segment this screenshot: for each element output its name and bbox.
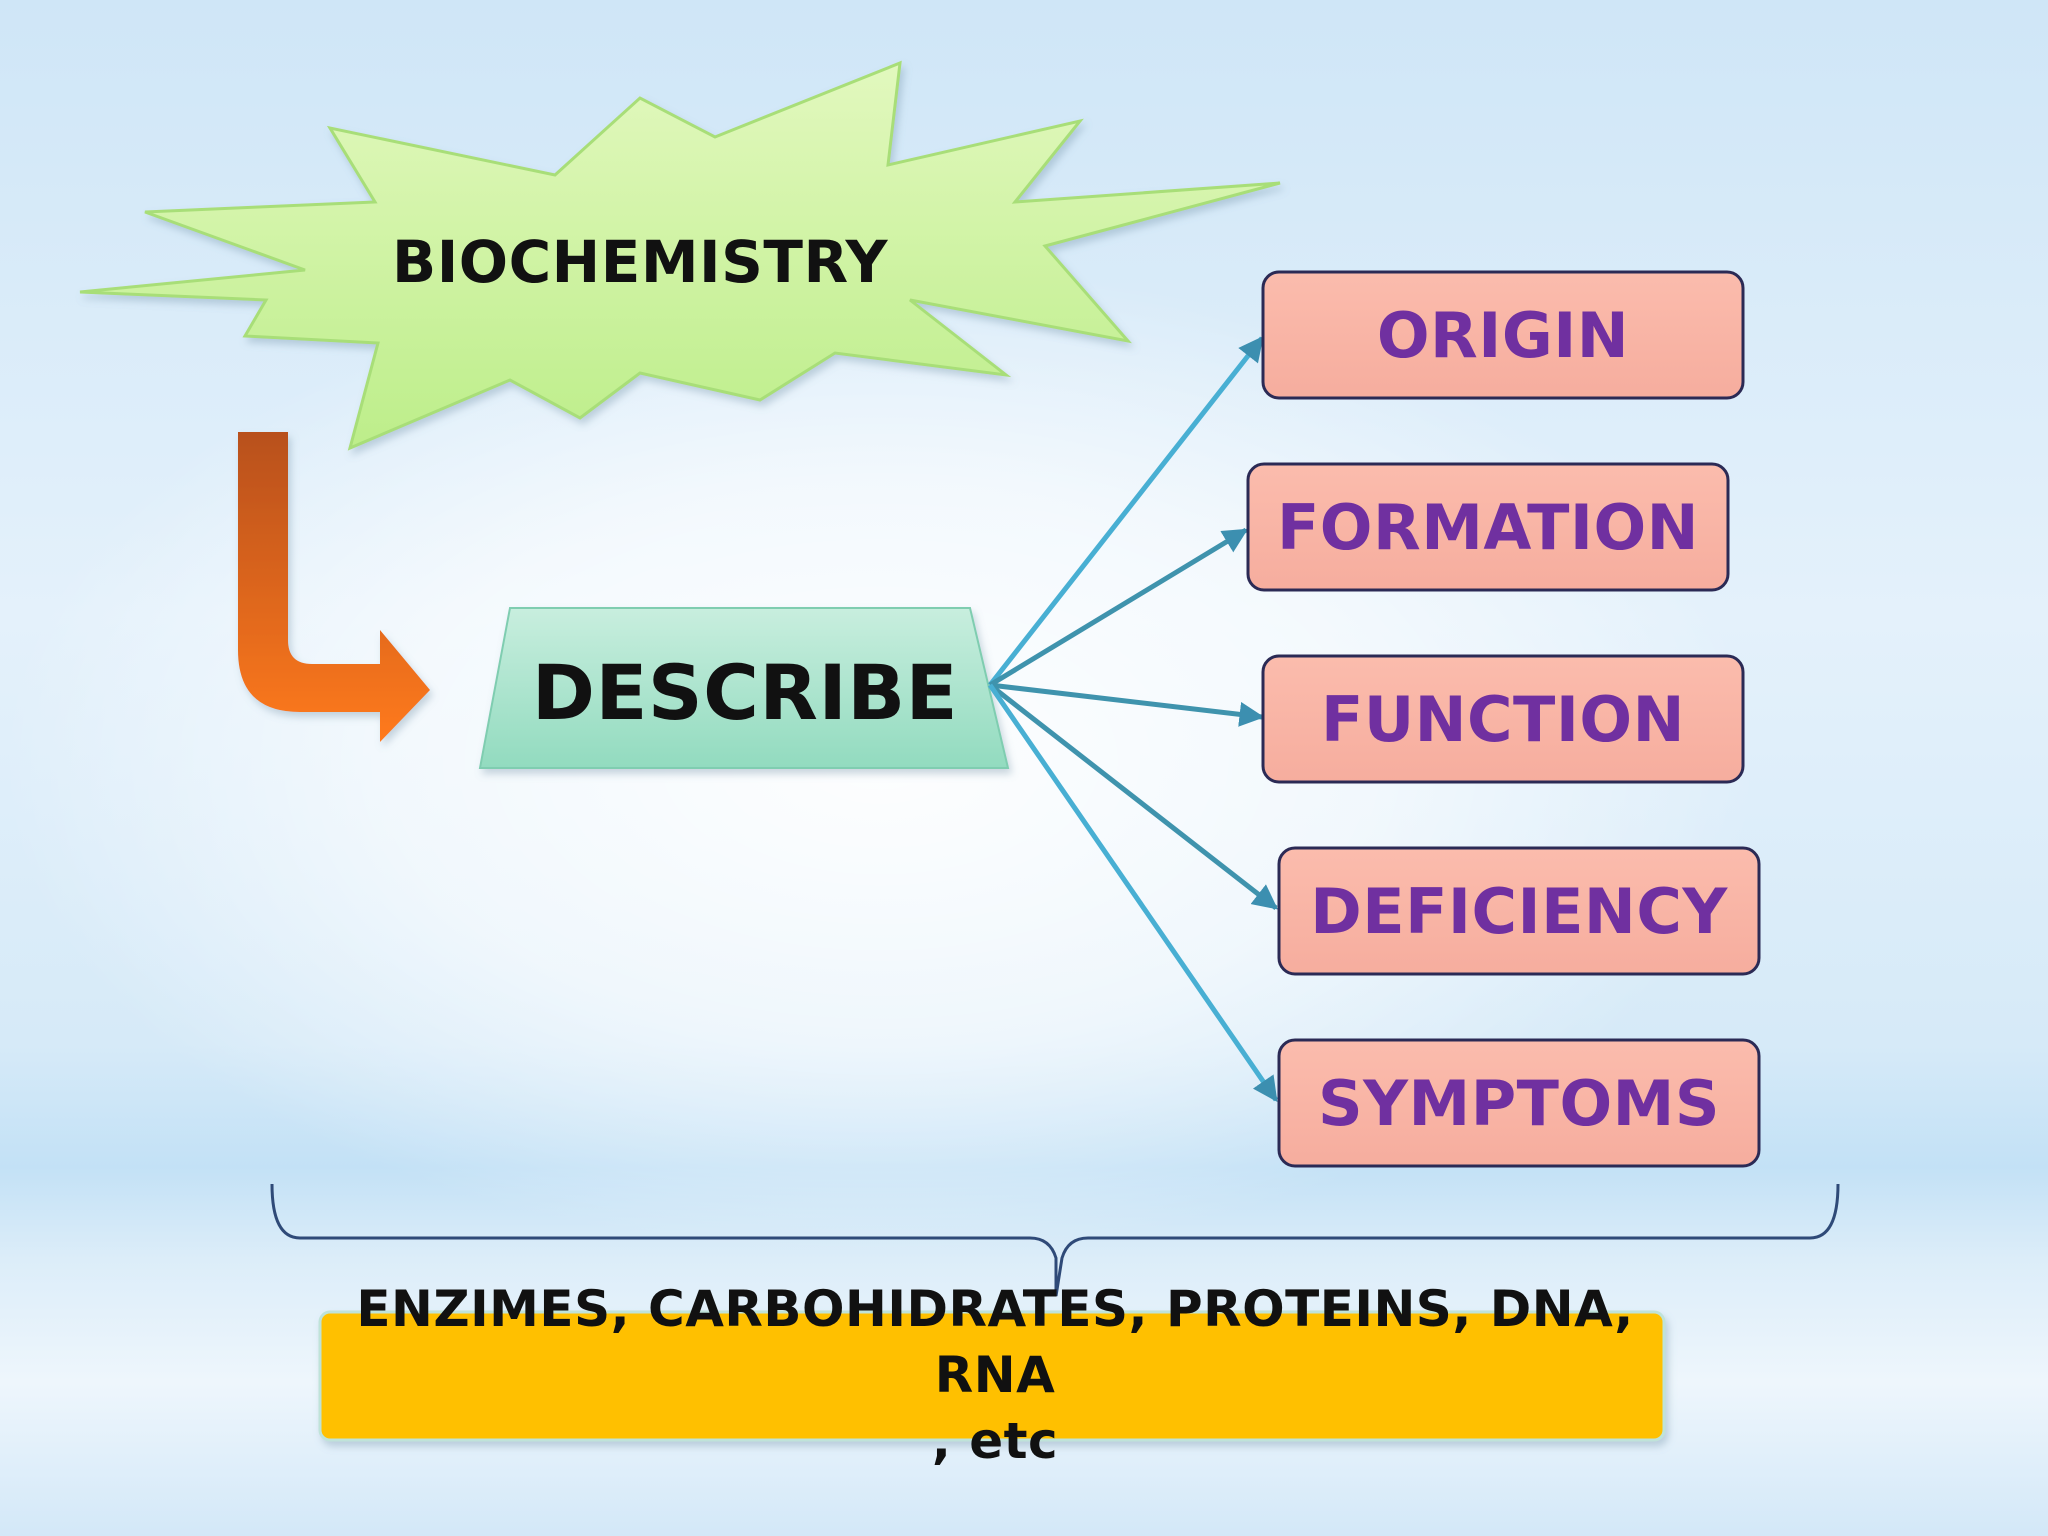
function-box xyxy=(1261,654,1745,784)
connector-function xyxy=(989,682,1265,727)
connector-symptoms xyxy=(987,683,1279,1103)
examples-text: ENZIMES, CARBOHIDRATES, PROTEINS, DNA, R… xyxy=(330,1280,1660,1470)
examples-box xyxy=(318,1310,1666,1442)
biochemistry-burst-shape xyxy=(79,60,1281,451)
origin-box xyxy=(1261,270,1745,400)
connector-formation xyxy=(988,527,1249,688)
biochemistry-title: BIOCHEMISTRY xyxy=(392,228,888,296)
symptoms-box xyxy=(1277,1038,1761,1168)
bent-arrow-icon xyxy=(238,432,430,742)
connector-origin xyxy=(988,336,1264,687)
grouping-brace xyxy=(270,1183,1840,1297)
aspect-formation-label: FORMATION xyxy=(1276,490,1700,564)
describe-label: DESCRIBE xyxy=(531,647,959,737)
aspect-deficiency-label: DEFICIENCY xyxy=(1310,874,1728,948)
connector-arrows xyxy=(987,336,1279,1103)
deficiency-box xyxy=(1277,846,1761,976)
examples-line-2: , etc xyxy=(931,1412,1059,1470)
examples-line-1: ENZIMES, CARBOHIDRATES, PROTEINS, DNA, R… xyxy=(356,1280,1634,1404)
describe-trapezoid-shape xyxy=(478,607,1010,769)
formation-box xyxy=(1246,462,1730,592)
connector-deficiency xyxy=(988,683,1278,910)
aspect-function-label: FUNCTION xyxy=(1320,682,1686,756)
aspect-origin-label: ORIGIN xyxy=(1376,298,1630,372)
aspect-symptoms-label: SYMPTOMS xyxy=(1317,1066,1721,1140)
